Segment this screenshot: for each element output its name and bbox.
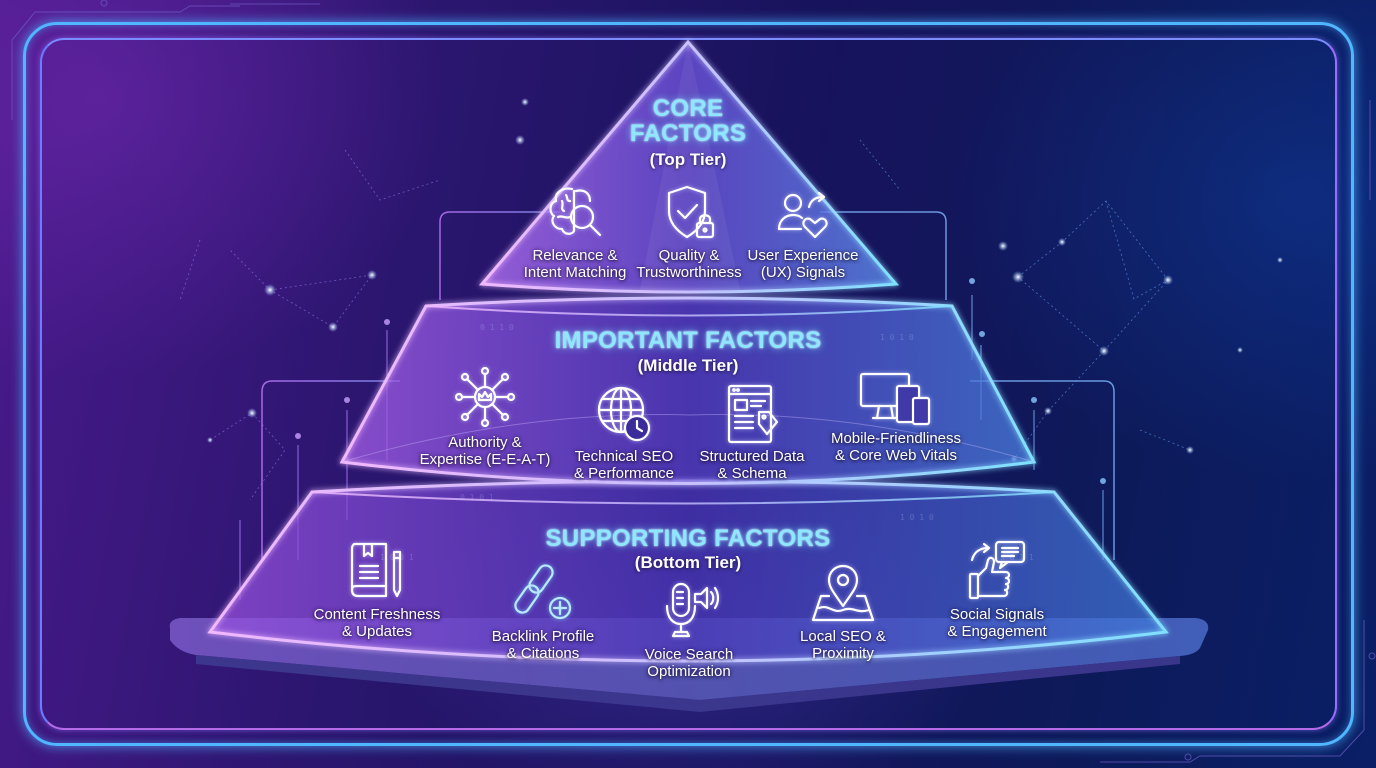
core-heading-line2: FACTORS: [629, 120, 747, 147]
devices-icon: [859, 372, 931, 426]
network-crown-icon: [454, 366, 516, 428]
factor-mobile-friendliness: Mobile-Friendliness & Core Web Vitals: [816, 372, 976, 464]
factor-label-line2: Trustworthiness: [636, 264, 742, 281]
factor-label-line1: User Experience: [747, 247, 859, 264]
link-plus-icon: [514, 564, 572, 620]
important-factors-heading: IMPORTANT FACTORS: [554, 327, 822, 354]
factor-backlink-profile: Backlink Profile & Citations: [468, 562, 618, 662]
factor-label-line1: Technical SEO: [574, 448, 674, 465]
factor-label-line2: & Core Web Vitals: [835, 447, 957, 464]
factor-label-line1: Voice Search: [644, 646, 734, 663]
supporting-factors-heading: SUPPORTING FACTORS: [545, 525, 831, 552]
svg-text:1 0 1 0: 1 0 1 0: [900, 513, 934, 522]
book-pencil-icon: [350, 542, 402, 598]
svg-text:0 0 1 1: 0 0 1 1: [1000, 553, 1034, 562]
factor-label-line1: Social Signals: [949, 606, 1045, 623]
outer-neon-frame: [23, 22, 1354, 746]
factor-label-line2: & Engagement: [947, 623, 1047, 640]
factor-label-line1: Authority &: [448, 434, 522, 451]
factor-label-line2: (UX) Signals: [760, 264, 846, 281]
bottom-tier-subtitle: (Bottom Tier): [634, 553, 742, 572]
factor-local-seo: Local SEO & Proximity: [768, 562, 918, 662]
factor-technical-seo: Technical SEO & Performance: [554, 384, 694, 482]
core-heading-line1: CORE: [652, 95, 724, 122]
shield-check-lock-icon: [667, 185, 715, 239]
middle-tier-subtitle: (Middle Tier): [637, 356, 739, 375]
factor-voice-search: Voice Search Optimization: [614, 580, 764, 680]
brain-magnifier-icon: [549, 187, 602, 237]
svg-text:0 1 1 0: 0 1 1 0: [480, 323, 514, 332]
factor-label-line2: & Citations: [506, 645, 580, 662]
globe-clock-icon: [597, 386, 651, 442]
core-factors-heading: CORE FACTORS: [588, 96, 788, 146]
inner-neon-frame: [40, 38, 1337, 730]
factor-user-experience: User Experience (UX) Signals: [738, 183, 868, 281]
document-tag-icon: [727, 384, 779, 444]
factor-content-freshness: Content Freshness & Updates: [302, 540, 452, 640]
top-tier-subtitle: (Top Tier): [649, 150, 727, 169]
factor-authority-expertise: Authority & Expertise (E-E-A-T): [410, 364, 560, 468]
svg-text:1 0 1 0: 1 0 1 0: [880, 333, 914, 342]
factor-label-line2: Intent Matching: [523, 264, 627, 281]
factor-label-line2: & Updates: [341, 623, 413, 640]
factor-label-line1: Content Freshness: [313, 606, 441, 623]
map-pin-icon: [811, 564, 875, 622]
factor-relevance-intent: Relevance & Intent Matching: [510, 183, 640, 281]
factor-quality-trust: Quality & Trustworthiness: [624, 183, 754, 281]
thumbs-up-chat-icon: [968, 540, 1026, 600]
factor-social-signals: Social Signals & Engagement: [922, 540, 1072, 640]
factor-label-line1: Backlink Profile: [491, 628, 595, 645]
factor-label-line1: Mobile-Friendliness: [830, 430, 962, 447]
factor-label-line2: & Performance: [573, 465, 675, 482]
factor-structured-data: Structured Data & Schema: [682, 384, 822, 482]
factor-label-line1: Relevance &: [532, 247, 618, 264]
microphone-speaker-icon: [665, 582, 720, 638]
factor-label-line2: & Schema: [717, 465, 787, 482]
factor-label-line2: Proximity: [812, 645, 874, 662]
factor-label-line1: Quality &: [658, 247, 720, 264]
factor-label-line2: Optimization: [647, 663, 731, 680]
factor-label-line1: Structured Data: [699, 448, 805, 465]
factor-label-line2: Expertise (E-E-A-T): [419, 451, 551, 468]
factor-label-line1: Local SEO &: [800, 628, 886, 645]
user-heart-share-icon: [777, 191, 828, 239]
svg-text:0 1 0 1: 0 1 0 1: [460, 493, 494, 502]
